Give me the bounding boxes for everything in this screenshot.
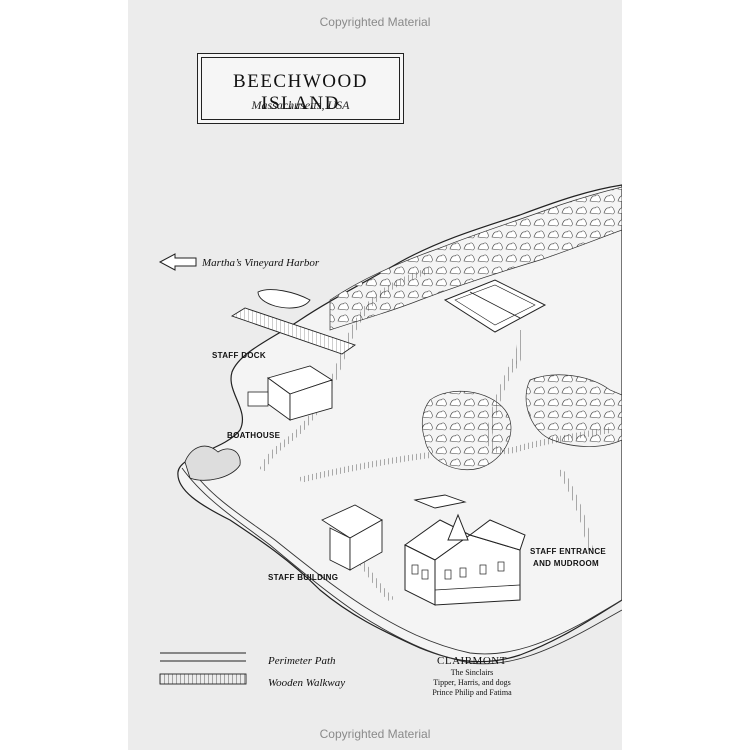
staff-dock-structure	[230, 289, 356, 355]
harbor-arrow-icon	[158, 253, 197, 271]
label-staff-building: STAFF BUILDING	[268, 573, 338, 582]
map-legend	[159, 652, 247, 685]
clairmont-residents-line3: Prince Philip and Fatima	[432, 688, 512, 697]
label-clairmont: CLAIRMONT	[437, 655, 507, 667]
wooden-walkways	[259, 267, 611, 603]
legend-perimeter-label: Perimeter Path	[267, 655, 336, 667]
cartouche-inner-border	[201, 57, 400, 120]
legend-walkway-label: Wooden Walkway	[268, 677, 345, 689]
watermark-top: Copyrighted Material	[319, 15, 431, 29]
map-title: BEECHWOOD ISLAND	[233, 71, 368, 114]
staff-building-structure	[321, 504, 383, 571]
shore-rocks	[184, 445, 241, 481]
harbor-label: Martha’s Vineyard Harbor	[201, 257, 320, 269]
map-title-cartouche: BEECHWOOD ISLAND Massachusetts, USA	[197, 53, 404, 124]
tree-grove-center	[421, 390, 512, 470]
clairmont-house	[404, 494, 526, 606]
label-boathouse: BOATHOUSE	[227, 431, 281, 440]
clairmont-residents: The Sinclairs	[451, 668, 493, 677]
boathouse-structure	[247, 365, 334, 421]
watermark-bottom: Copyrighted Material	[319, 727, 431, 741]
perimeter-path-outer	[181, 467, 622, 665]
tree-grove-east	[525, 374, 622, 447]
clairmont-residents-line2: Tipper, Harris, and dogs	[433, 678, 510, 687]
perimeter-path-inner	[191, 469, 622, 655]
label-staff-entrance: STAFF ENTRANCE	[530, 547, 606, 556]
label-mudroom: AND MUDROOM	[533, 559, 599, 568]
tree-line-north	[329, 186, 622, 331]
map-subtitle: Massachusetts, USA	[251, 98, 350, 112]
legend-walkway-swatch	[159, 673, 247, 685]
tennis-court	[443, 279, 547, 333]
label-staff-dock: STAFF DOCK	[212, 351, 266, 360]
